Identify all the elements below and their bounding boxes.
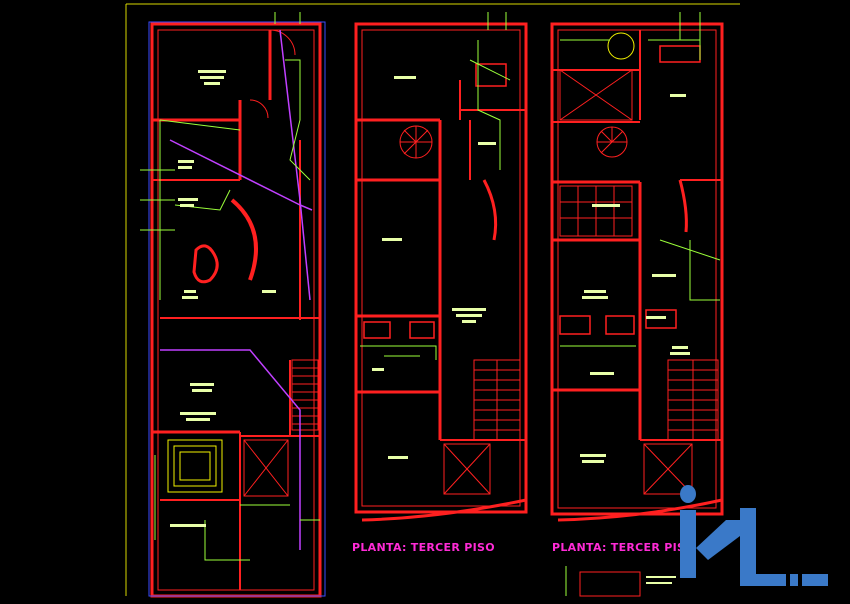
il-logo xyxy=(680,485,828,586)
drawing-frame xyxy=(125,3,740,596)
plan-title-right: PLANTA: TERCER PISO xyxy=(552,541,695,554)
plan-title-middle: PLANTA: TERCER PISO xyxy=(352,541,495,554)
plan-middle: PLANTA: TERCER PISO xyxy=(352,12,528,554)
plan-left xyxy=(140,12,326,598)
plan-right: PLANTA: TERCER PISO xyxy=(550,12,724,597)
